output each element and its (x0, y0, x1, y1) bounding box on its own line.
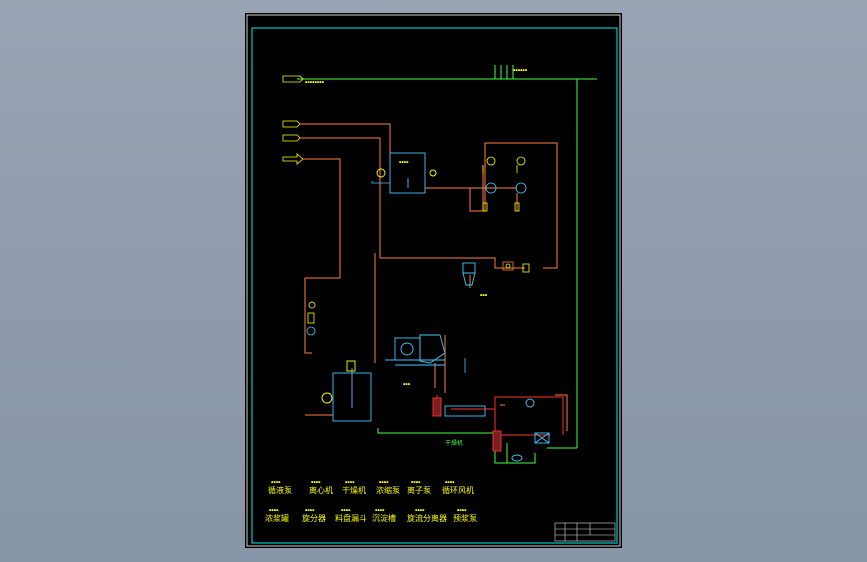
legend-label: 循液泵 (268, 485, 292, 495)
legend-label: 预浆泵 (453, 513, 477, 523)
tank-tag: ▪▪▪▪ (399, 160, 409, 164)
legend-tags-2: ▪▪▪▪ ▪▪▪▪ ▪▪▪▪ ▪▪▪▪ ▪▪▪▪ ▪▪▪▪ (269, 508, 467, 512)
legend-label: 旋流分离器 (407, 513, 447, 523)
legend-label: 浓缩泵 (376, 485, 400, 495)
pump-icon (482, 156, 527, 212)
fan-icon (511, 398, 550, 462)
svg-text:▪▪▪▪: ▪▪▪▪ (411, 480, 421, 484)
svg-text:▪▪▪▪: ▪▪▪▪ (415, 508, 425, 512)
svg-text:▪▪▪▪: ▪▪▪▪ (345, 480, 355, 484)
centrifuge-icon (385, 334, 446, 366)
cyclone-tag: ▪▪▪ (480, 293, 488, 297)
svg-text:▪▪▪▪: ▪▪▪▪ (271, 480, 281, 484)
legend-label: 离心机 (309, 485, 333, 495)
legend-label: 离子泵 (407, 485, 431, 495)
svg-text:▪▪▪▪: ▪▪▪▪ (379, 480, 389, 484)
legend-label: 干燥机 (342, 485, 366, 495)
svg-text:▪▪▪▪: ▪▪▪▪ (305, 508, 315, 512)
valve-icon (502, 261, 530, 273)
inlet-arrow-icon (282, 75, 304, 83)
svg-text:▪▪▪▪: ▪▪▪▪ (341, 508, 351, 512)
legend-row-1: 循液泵 离心机 干燥机 浓缩泵 离子泵 循环风机 (268, 485, 474, 495)
process-flow-diagram: ▪▪▪▪▪▪▪▪ ▪▪▪▪▪▪ (246, 14, 621, 547)
legend-label: 循环风机 (442, 485, 474, 495)
right-line-tag: ▪▪▪▪▪▪ (513, 68, 528, 72)
inlet-arrow-icon (282, 153, 304, 165)
dryer-green-label: 干燥机 (445, 439, 463, 447)
svg-text:▪▪▪▪: ▪▪▪▪ (269, 508, 279, 512)
svg-text:▪▪▪▪: ▪▪▪▪ (311, 480, 321, 484)
inlet-arrow-icon (282, 120, 301, 128)
pump-icon (306, 301, 316, 336)
legend-label: 浓浆罐 (265, 513, 289, 523)
legend-row-2: 浓浆罐 旋分器 料盘漏斗 沉淀槽 旋流分离器 预浆泵 (265, 513, 477, 523)
tank-icon (321, 360, 372, 422)
top-green-line (297, 65, 597, 449)
cyclone-icon (462, 262, 476, 286)
svg-text:▪▪▪▪: ▪▪▪▪ (457, 508, 467, 512)
legend-tags-1: ▪▪▪▪ ▪▪▪▪ ▪▪▪▪ ▪▪▪▪ ▪▪▪▪ ▪▪▪▪ (271, 480, 455, 484)
inlet-arrow-icon (282, 134, 301, 142)
cyan-lines (371, 181, 466, 373)
dryer-icon (432, 397, 502, 452)
centrifuge-tag: ▪▪▪ (403, 382, 411, 386)
svg-text:▪▪▪▪: ▪▪▪▪ (445, 480, 455, 484)
legend-label: 料盘漏斗 (335, 513, 367, 523)
svg-text:▪▪▪▪: ▪▪▪▪ (375, 508, 385, 512)
mix-tank-top (376, 152, 437, 194)
legend-label: 旋分器 (302, 513, 326, 523)
title-block (554, 522, 616, 542)
outer-border (246, 14, 621, 547)
inner-frame (251, 27, 618, 544)
top-line-tag: ▪▪▪▪▪▪▪▪ (305, 80, 325, 84)
orange-process-lines (300, 123, 568, 431)
legend-label: 沉淀槽 (372, 513, 396, 523)
drawing-sheet: ▪▪▪▪▪▪▪▪ ▪▪▪▪▪▪ (245, 13, 622, 548)
